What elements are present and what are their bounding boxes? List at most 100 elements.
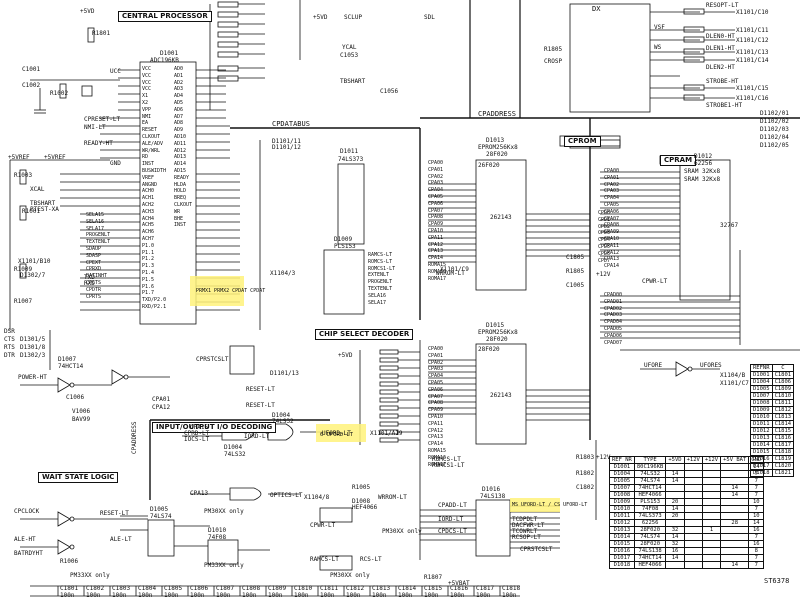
bom-cell (720, 540, 750, 548)
d1001-pin-left-30: P1.4 (142, 269, 155, 276)
cpd-2: CPD2 (598, 223, 611, 230)
r1005: R1005 (352, 484, 371, 491)
d1001-pin-left-28: P1.2 (142, 256, 155, 263)
bom-cell (701, 484, 722, 492)
d1004b-type: 74LS32 (272, 418, 294, 425)
refc-cell: C1821 (771, 469, 795, 477)
cprstcsl: CPRSTCSLT (196, 356, 229, 363)
dx-ref: DX (592, 5, 601, 13)
bom-cell (701, 561, 722, 569)
bom-cell: 7 (748, 505, 765, 513)
bom-cell: D1018 (609, 561, 635, 569)
bom-cell: 14 (665, 470, 685, 478)
sel-line-3: PROGENLT (86, 232, 111, 239)
n262143: 262143 (490, 214, 512, 221)
wrromlt2: WRROM-LT (436, 270, 465, 277)
eprom-a-addr-5: CPA05 (428, 193, 444, 200)
cpadd: CPADD-LT (438, 502, 467, 509)
d1001-type: ADC196KB (150, 57, 179, 64)
uford: UFORD-LT (322, 430, 351, 437)
bottom-cap-value: 100n (112, 592, 127, 599)
d1101-11: D1101/11 (272, 138, 301, 145)
hl-pins-text: PRMX1 PRMX2 CPDAT CPDAT (196, 288, 266, 294)
bom-cell (665, 463, 685, 471)
d1001-pin-right-8: AD8 (174, 120, 184, 127)
bom-cell: 28F020 (633, 526, 667, 534)
cpram-data-1: CPAD01 (604, 298, 623, 305)
v5-c: +5VD (338, 352, 353, 359)
cpram-addr-7: CPA07 (604, 215, 620, 222)
d1001-pin-left-21: ACH3 (142, 208, 155, 215)
tcowrlt: TCOWRLT (512, 528, 538, 535)
d1011-ref: D1011 (340, 148, 359, 155)
cpd-0: CPD0 (598, 210, 611, 216)
bom-cell (720, 533, 750, 541)
bom-cell: 16 (748, 540, 765, 548)
d1001-pin-left-25: ACH7 (142, 235, 155, 242)
bottom-cap-ref: C1813 (372, 585, 391, 592)
bottom-cap-value: 100n (424, 592, 439, 599)
d1001-pin-left-33: P1.7 (142, 290, 155, 297)
d1001-pin-left-6: VPP (142, 106, 152, 113)
sdl: SDL (424, 14, 435, 21)
sel-line-5: SDAUP (86, 245, 102, 252)
refc-header-0: REFNR (750, 364, 773, 372)
bom-cell: 74LS138 (633, 547, 667, 555)
cpram-data-4: CPAD04 (604, 319, 623, 326)
x1101-c11: X1101/C11 (736, 27, 769, 34)
d1015-type: EPROM256Kx8 (478, 329, 518, 336)
bom-cell (683, 526, 703, 534)
section-central-processor: CENTRAL PROCESSOR (118, 11, 212, 22)
bom-cell: 14 (720, 491, 750, 499)
hl-uford-text: 6 UFORD-LT (320, 432, 354, 438)
dx-block (569, 3, 651, 113)
d1001-pin-right-7: AD7 (174, 113, 184, 120)
d1009-output-4: PROGENLT (368, 279, 393, 286)
d1102: D1102/01 (760, 110, 789, 117)
bom-cell: PLS153 (633, 498, 667, 506)
bottom-cap-ref: C1810 (294, 585, 313, 592)
x1301-8: D1301/8 (20, 344, 46, 351)
d1001-pin-left-15: BUSWIDTH (142, 167, 167, 174)
d1001-pin-left-18: ACH0 (142, 188, 155, 195)
bottom-cap-ref: C1802 (86, 585, 105, 592)
bom-cell (683, 540, 703, 548)
bom-cell (720, 470, 750, 478)
section-cpram: CPRAM (660, 155, 697, 166)
cpram-addr-5: CPA05 (604, 201, 620, 208)
d1005-ref: D1005 (150, 506, 169, 513)
d1012-type: 62256 (694, 160, 713, 167)
d1010-ref: D1010 (208, 527, 227, 534)
d1001-pin-left-17: ANGND (142, 181, 158, 188)
r1001: R1001 (22, 208, 41, 215)
eprom-a-addr-3: CPA03 (428, 180, 444, 187)
d1001-pin-right-4: AD4 (174, 93, 184, 100)
strobe2: STROBE1-HT (706, 102, 743, 109)
d1001-pin-left-8: EA (142, 120, 149, 127)
pm33xx2: PM33XX only (70, 572, 110, 579)
d1101-12: D1101/12 (272, 144, 301, 151)
ale-ht: ALE-HT (14, 536, 36, 543)
refc-cell: D1010 (750, 413, 773, 421)
eprom-a-addr-15: ROMA15 (428, 261, 447, 268)
bom-cell (701, 477, 722, 485)
cpd-3: CPD3 (598, 230, 611, 237)
d1001-pins-left (60, 69, 140, 311)
cpram-addr-12: CPA12 (604, 249, 620, 256)
refc-cell: C1806 (771, 378, 795, 386)
cpdatabus-label: CPDATABUS (272, 120, 310, 128)
cpram-addr-6: CPA06 (604, 208, 620, 215)
c1053: C1053 (340, 52, 359, 59)
bom-cell (701, 491, 722, 499)
d1001-pin-left-0: VCC (142, 66, 152, 72)
